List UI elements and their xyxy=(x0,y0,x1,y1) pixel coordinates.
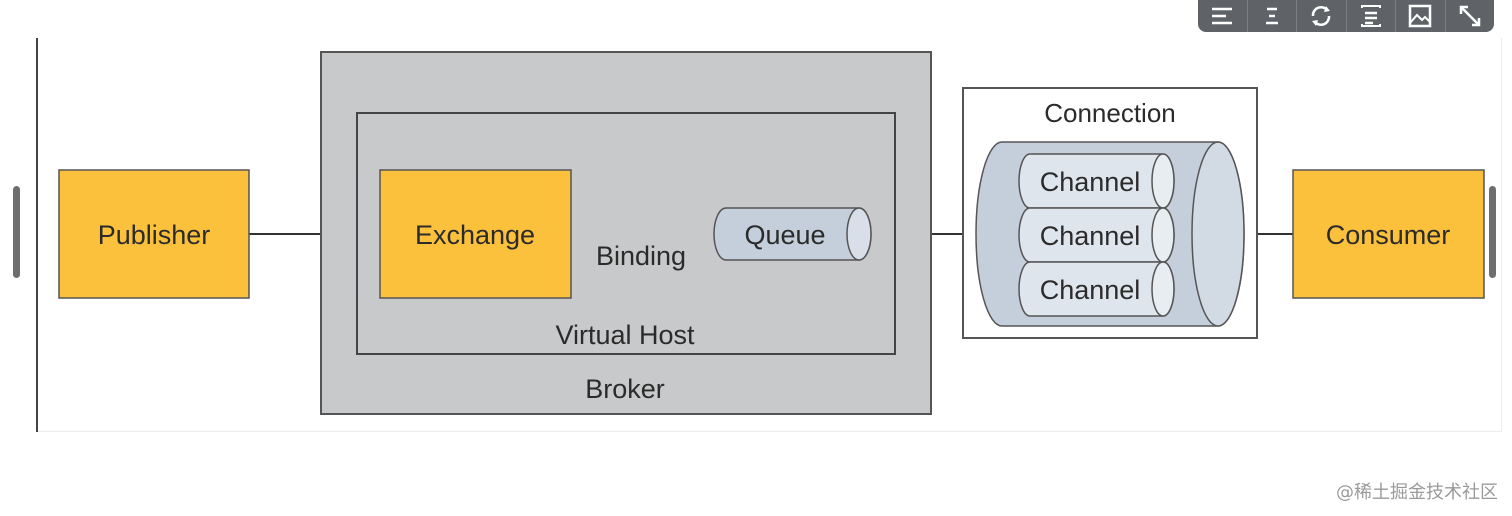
broker-label: Broker xyxy=(585,374,665,404)
channel-label-2: Channel xyxy=(1040,221,1141,251)
image-icon xyxy=(1409,4,1432,28)
right-scroll-handle[interactable] xyxy=(1489,186,1496,278)
channel-node-3: Channel xyxy=(1018,261,1175,317)
left-scroll-handle[interactable] xyxy=(13,186,20,278)
connection-label: Connection xyxy=(1044,98,1176,128)
align-center-icon xyxy=(1265,7,1278,25)
publisher-label: Publisher xyxy=(98,220,211,250)
channel-node-2: Channel xyxy=(1018,207,1175,263)
queue-node: Queue xyxy=(713,207,872,261)
binding-label: Binding xyxy=(596,241,686,271)
channel-label-3: Channel xyxy=(1040,275,1141,305)
expand-button[interactable] xyxy=(1446,0,1495,32)
exchange-label: Exchange xyxy=(415,220,535,250)
consumer-node: Consumer xyxy=(1292,169,1485,299)
virtual-host-container: Virtual Host xyxy=(356,112,896,355)
align-left-icon xyxy=(1212,7,1233,25)
connection-container: Connection Channel Channel Channel xyxy=(962,87,1258,339)
refresh-icon xyxy=(1311,6,1331,26)
queue-label: Queue xyxy=(744,220,825,250)
align-center-button[interactable] xyxy=(1248,0,1297,32)
publisher-node: Publisher xyxy=(58,169,250,299)
refresh-button[interactable] xyxy=(1297,0,1347,32)
expand-icon xyxy=(1459,5,1480,27)
text-list-icon xyxy=(1360,5,1381,27)
align-left-button[interactable] xyxy=(1198,0,1248,32)
channel-node-1: Channel xyxy=(1018,153,1175,209)
image-button[interactable] xyxy=(1396,0,1446,32)
consumer-label: Consumer xyxy=(1326,220,1451,250)
watermark: @稀土掘金技术社区 xyxy=(1336,482,1498,503)
text-list-button[interactable] xyxy=(1347,0,1396,32)
diagram-frame xyxy=(38,38,1502,432)
channel-label-1: Channel xyxy=(1040,167,1141,197)
connection-cylinder-end xyxy=(1191,141,1245,327)
exchange-node: Exchange xyxy=(379,169,572,299)
virtual-host-label: Virtual Host xyxy=(555,320,695,350)
frame-left-border xyxy=(36,38,38,432)
image-toolbar xyxy=(1198,0,1494,32)
